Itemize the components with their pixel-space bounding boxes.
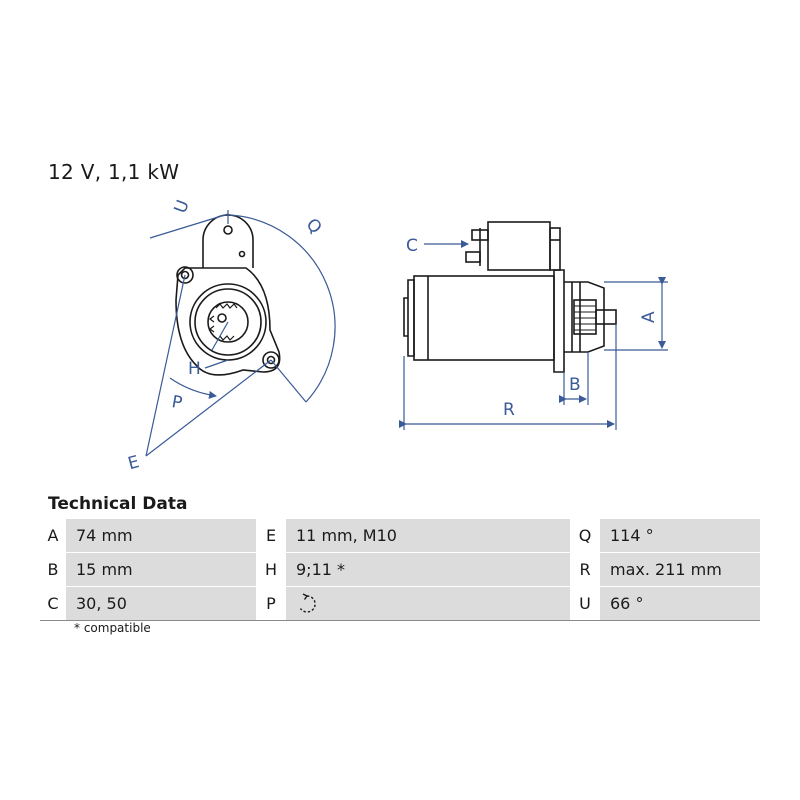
spec-value: 74 mm xyxy=(66,519,256,553)
spec-key: C xyxy=(40,586,66,621)
spec-key: P xyxy=(256,586,286,621)
table-row: A 74 mm E 11 mm, M10 Q 114 ° xyxy=(40,519,760,553)
spec-value: 15 mm xyxy=(66,552,256,587)
spec-key: U xyxy=(570,586,600,621)
label-q: Q xyxy=(302,215,326,239)
voltage-power-rating: 12 V, 1,1 kW xyxy=(48,160,180,184)
spec-value: 66 ° xyxy=(600,586,760,621)
spec-key: H xyxy=(256,552,286,587)
drawing-labels: U Q H P E C A B R xyxy=(126,197,659,474)
technical-data-table: A 74 mm E 11 mm, M10 Q 114 ° B 15 mm H 9… xyxy=(40,519,760,621)
label-r: R xyxy=(503,400,515,420)
spec-key: Q xyxy=(570,519,600,553)
spec-key: R xyxy=(570,552,600,587)
spec-value: 114 ° xyxy=(600,519,760,553)
front-view-dimensions xyxy=(145,210,336,457)
spec-value xyxy=(286,586,570,621)
table-row: C 30, 50 P U 66 ° xyxy=(40,586,760,621)
table-row: B 15 mm H 9;11 * R max. 211 mm xyxy=(40,552,760,587)
spec-value: 9;11 * xyxy=(286,552,570,587)
compatibility-footnote: * compatible xyxy=(74,621,151,635)
side-view-dimensions xyxy=(399,240,668,430)
label-c: C xyxy=(406,236,418,256)
spec-key: E xyxy=(256,519,286,553)
label-b: B xyxy=(569,375,581,395)
spec-key: A xyxy=(40,519,66,553)
label-u: U xyxy=(171,197,194,216)
label-h: H xyxy=(188,359,201,379)
spec-value: max. 211 mm xyxy=(600,552,760,587)
spec-value: 30, 50 xyxy=(66,586,256,621)
label-p: P xyxy=(170,392,184,413)
starter-motor-drawing: U Q H P E C A B R xyxy=(126,197,668,474)
front-view xyxy=(175,214,281,376)
label-a: A xyxy=(639,311,659,323)
spec-key: B xyxy=(40,552,66,587)
rotation-direction-icon xyxy=(299,592,316,613)
label-e: E xyxy=(126,452,142,474)
technical-data-title: Technical Data xyxy=(48,494,188,514)
spec-value: 11 mm, M10 xyxy=(286,519,570,553)
